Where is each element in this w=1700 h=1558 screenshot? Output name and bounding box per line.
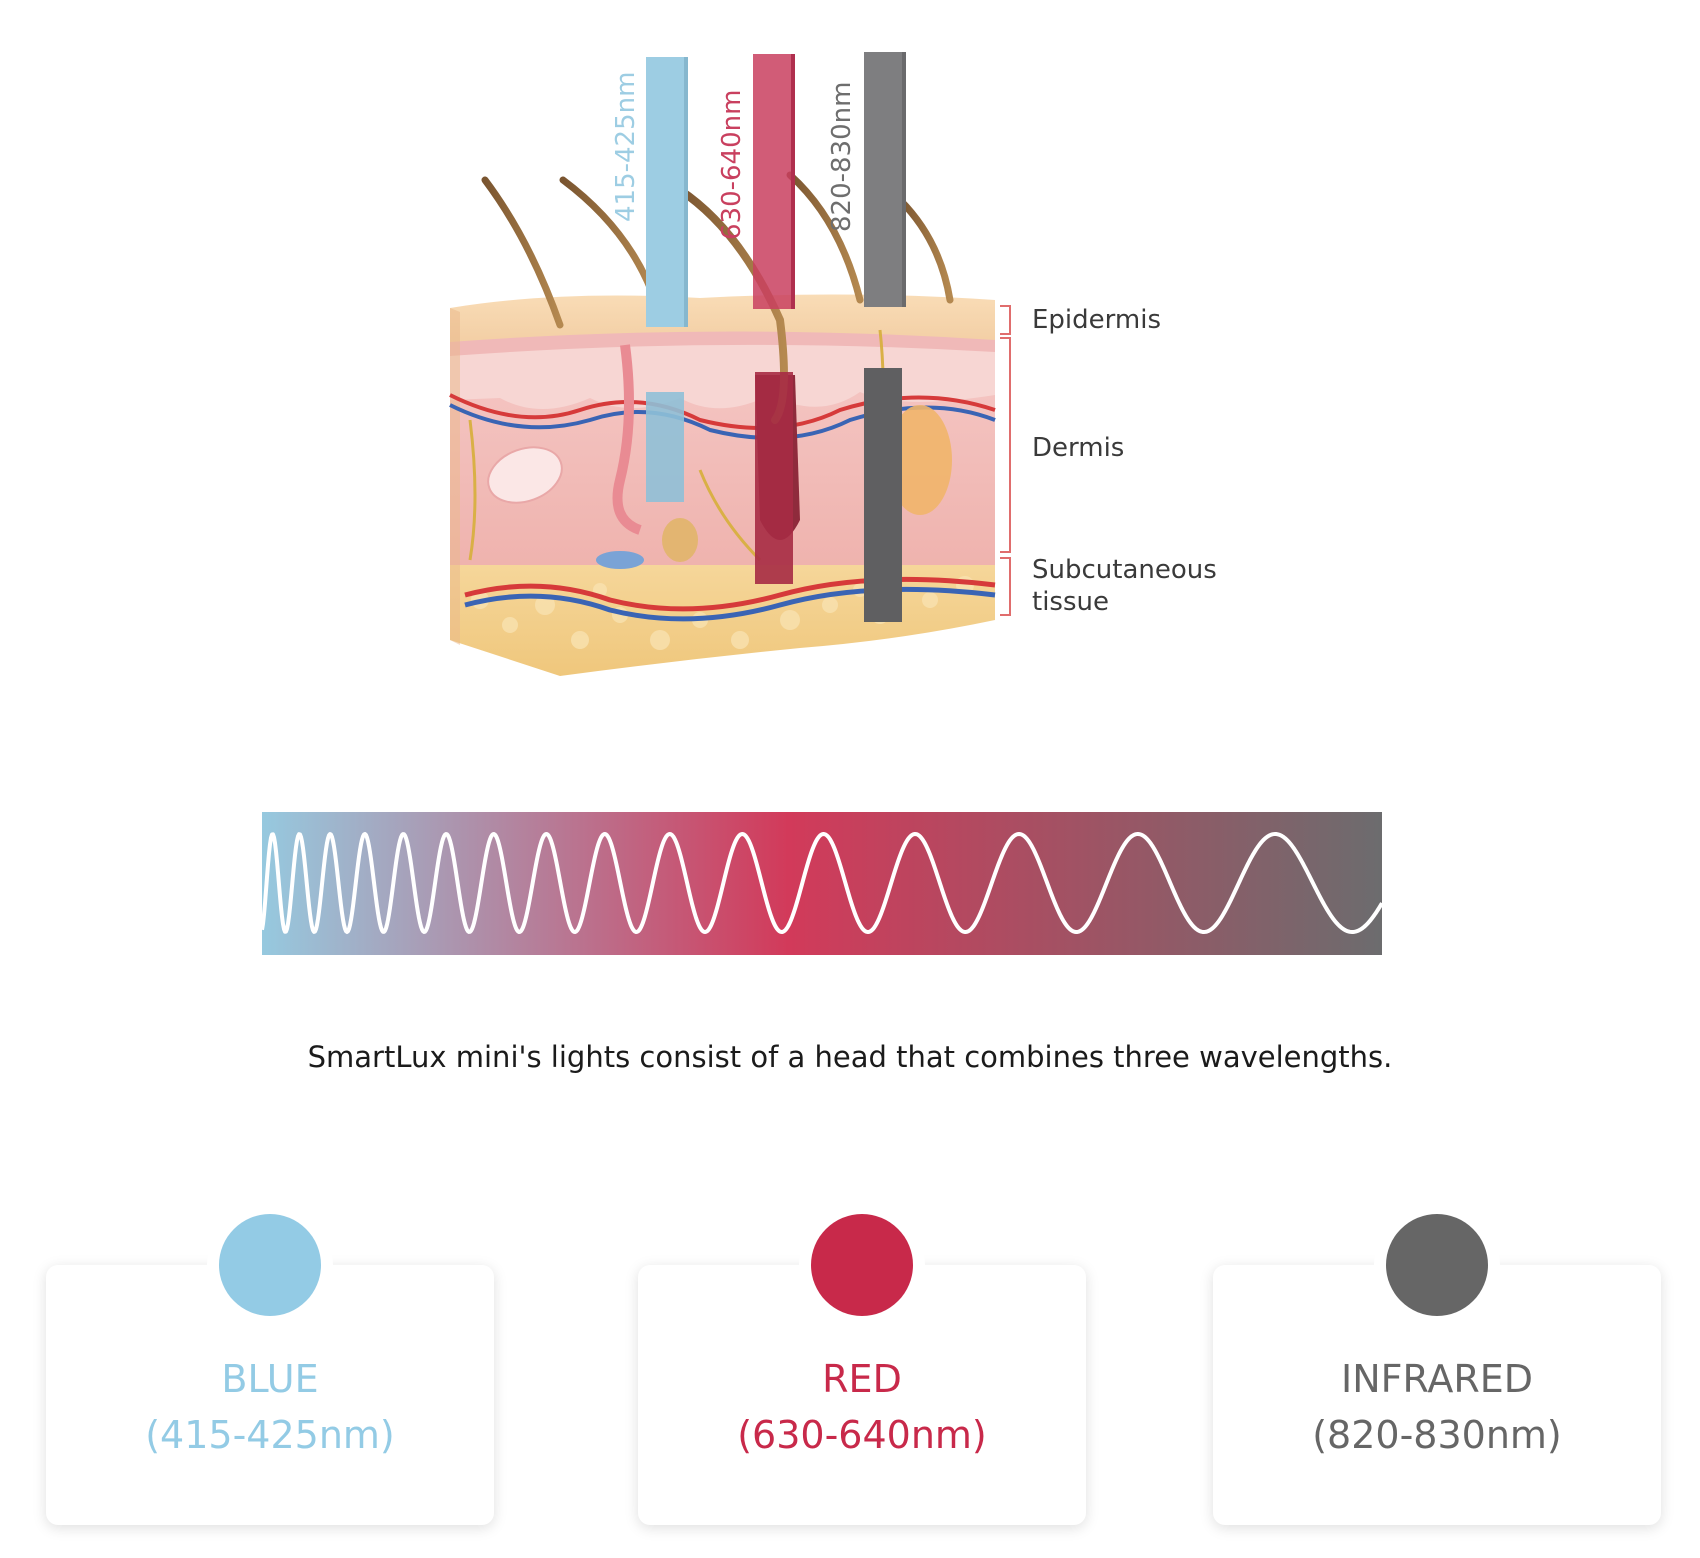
red-light-dot-icon — [811, 1214, 913, 1316]
caption-text: SmartLux mini's lights consist of a head… — [307, 1040, 1393, 1074]
beam-blue — [646, 57, 688, 502]
layer-label-epidermis: Epidermis — [1032, 305, 1161, 335]
layer-label-dermis: Dermis — [1032, 433, 1125, 463]
layer-label-subcutaneous: Subcutaneous tissue — [1032, 555, 1217, 617]
beam-label-blue: 415-425nm — [611, 72, 641, 222]
card-infrared-range: (820-830nm) — [1312, 1413, 1562, 1457]
spectrum-wave-graphic — [260, 812, 1384, 955]
card-red-range: (630-640nm) — [737, 1413, 987, 1457]
card-infrared: INFRARED (820-830nm) — [1213, 1214, 1661, 1525]
beam-label-red: 630-640nm — [717, 90, 747, 240]
skin-block — [449, 294, 996, 676]
card-blue: BLUE (415-425nm) — [46, 1214, 494, 1525]
skin-illustration: 415-425nm 630-640nm 820-830nm — [449, 52, 1011, 676]
blue-light-dot-icon — [219, 1214, 321, 1316]
hairs — [481, 171, 954, 424]
infrared-light-dot-icon — [1386, 1214, 1488, 1316]
beam-infrared — [864, 52, 906, 622]
card-blue-range: (415-425nm) — [145, 1413, 395, 1457]
card-blue-name: BLUE — [221, 1357, 319, 1401]
skin-layers-diagram: 415-425nm 630-640nm 820-830nm Epidermis … — [0, 0, 1700, 700]
layer-brackets — [1000, 305, 1011, 616]
card-red-name: RED — [822, 1357, 902, 1401]
card-red: RED (630-640nm) — [638, 1214, 1086, 1525]
card-infrared-name: INFRARED — [1340, 1357, 1534, 1401]
beam-red — [753, 54, 795, 584]
beam-label-infrared: 820-830nm — [827, 82, 857, 232]
wavelength-spectrum-bar — [260, 812, 1384, 955]
wave-line — [260, 832, 1384, 934]
